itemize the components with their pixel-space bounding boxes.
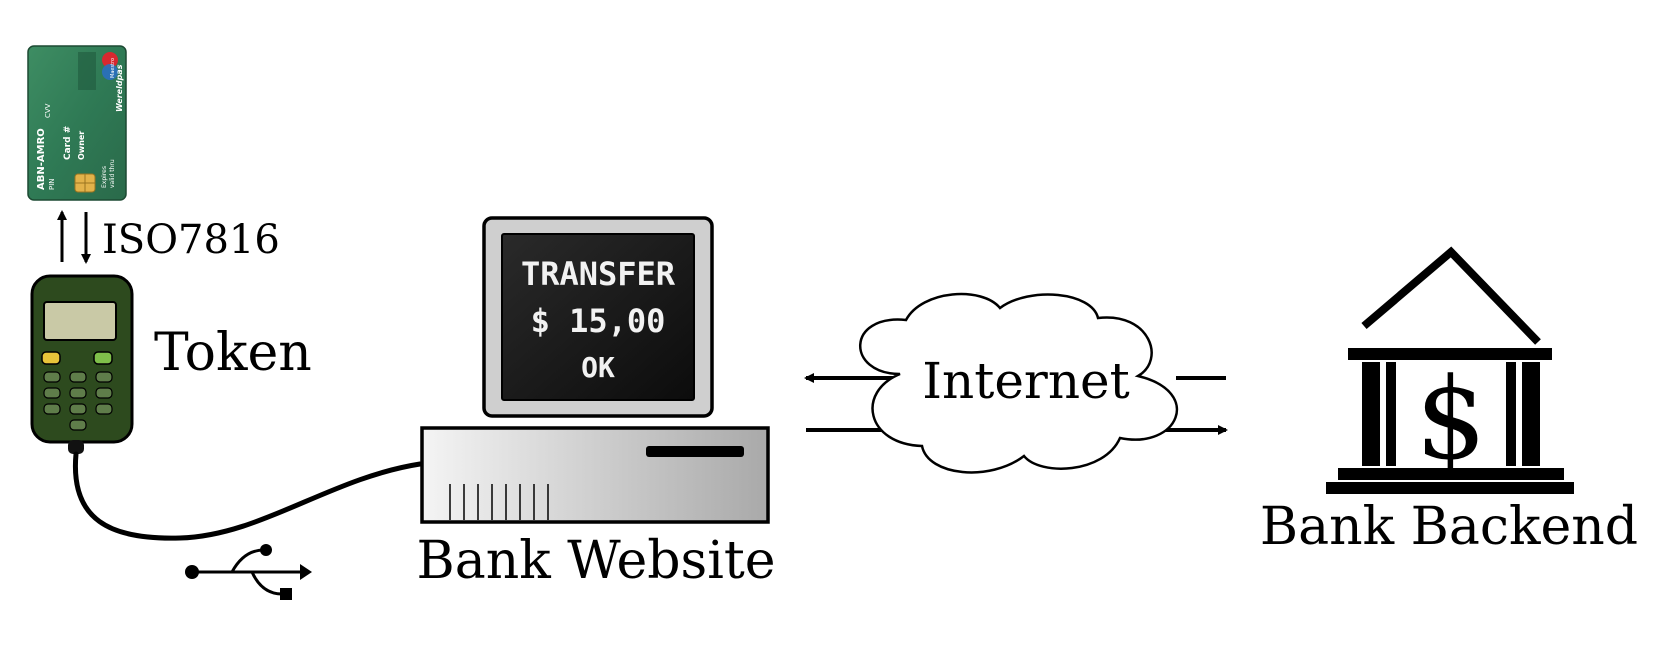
bank-backend-label: Bank Backend <box>1260 497 1638 557</box>
card-owner-label: Owner <box>77 131 86 160</box>
card-cvv-label: CVV <box>44 103 52 118</box>
screen-line-3: OK <box>581 351 615 384</box>
iso-label: ISO7816 <box>102 217 280 263</box>
bank-building-icon <box>1326 246 1574 494</box>
token-lcd <box>43 301 117 341</box>
card-number-label: Card # <box>63 126 73 160</box>
usb-cable <box>72 451 423 541</box>
bank-dollar-symbol: $ <box>1415 355 1486 485</box>
disk-drive-slot <box>646 446 744 457</box>
usb-icon <box>185 544 312 600</box>
bank-website-label: Bank Website <box>417 531 776 591</box>
iso-arrows <box>57 210 91 264</box>
card-pin-label: PIN <box>48 178 56 190</box>
token-label: Token <box>154 323 312 383</box>
card-maestro-label: Maestro <box>110 58 116 78</box>
internet-label: Internet <box>922 352 1129 410</box>
vent-lines <box>449 484 549 520</box>
computer-monitor <box>482 216 714 418</box>
token-device <box>30 274 134 454</box>
maestro-logo-icon <box>102 52 118 80</box>
card-expires-label: Expires <box>101 166 108 188</box>
screen-line-2: $ 15,00 <box>531 302 666 340</box>
smart-card: ABN-AMRO PIN Card # Owner CVV Wereldpas … <box>27 45 127 201</box>
internet-cloud-icon <box>859 292 1179 474</box>
card-brand-label: Wereldpas <box>115 64 124 112</box>
card-bank-name: ABN-AMRO <box>36 128 47 190</box>
card-valid-label: valid thru <box>109 159 116 188</box>
computer-screen <box>501 233 695 401</box>
computer-base <box>420 426 770 524</box>
screen-line-1: TRANSFER <box>521 255 676 293</box>
